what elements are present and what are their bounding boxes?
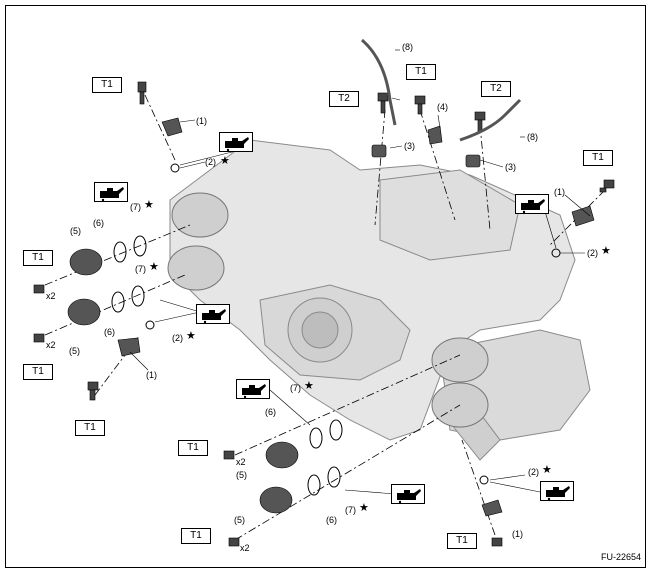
quantity-multiplier: x2 [236, 457, 246, 467]
engine-block [169, 139, 591, 461]
part-label-8: (8) [402, 42, 413, 52]
o-rings [111, 163, 561, 496]
cam-angle-sensors [117, 117, 595, 517]
oil-can-icon [196, 304, 230, 324]
part-label-6: (6) [326, 515, 337, 525]
torque-label-t1: T1 [23, 250, 53, 266]
oil-can-icon [391, 484, 425, 504]
star-mark: ★ [149, 260, 159, 273]
bolts [33, 81, 615, 547]
part-label-6: (6) [265, 407, 276, 417]
torque-label-t1: T1 [75, 420, 105, 436]
oil-can-icon [515, 194, 549, 214]
oil-control-solenoids [67, 248, 299, 514]
part-label-1: (1) [196, 116, 207, 126]
part-label-6: (6) [93, 218, 104, 228]
quantity-multiplier: x2 [46, 291, 56, 301]
part-label-8: (8) [527, 132, 538, 142]
star-mark: ★ [144, 198, 154, 211]
torque-label-t1: T1 [92, 77, 122, 93]
figure-code: FU-22654 [600, 552, 641, 562]
torque-label-t1: T1 [181, 528, 211, 544]
knock-sensors [371, 125, 481, 168]
wire-harnesses [361, 38, 522, 142]
star-mark: ★ [186, 329, 196, 342]
part-label-2: (2) [528, 467, 539, 477]
star-mark: ★ [359, 501, 369, 514]
label-pointers [129, 49, 591, 495]
diagram-frame [5, 5, 646, 568]
part-label-1: (1) [146, 370, 157, 380]
part-label-3: (3) [505, 162, 516, 172]
part-label-7: (7) [135, 264, 146, 274]
part-label-5: (5) [70, 226, 81, 236]
star-mark: ★ [542, 463, 552, 476]
part-label-1: (1) [554, 187, 565, 197]
oil-can-icon [219, 132, 253, 152]
torque-label-t1: T1 [583, 150, 613, 166]
torque-label-t1: T1 [447, 533, 477, 549]
part-label-4: (4) [437, 102, 448, 112]
torque-label-t1: T1 [406, 64, 436, 80]
part-label-7: (7) [345, 505, 356, 515]
part-label-3: (3) [404, 141, 415, 151]
torque-label-t1: T1 [23, 364, 53, 380]
part-label-5: (5) [234, 515, 245, 525]
part-label-5: (5) [236, 470, 247, 480]
part-label-7: (7) [130, 202, 141, 212]
oil-can-icon [540, 481, 574, 501]
part-label-7: (7) [290, 383, 301, 393]
star-mark: ★ [304, 379, 314, 392]
part-label-6: (6) [104, 327, 115, 337]
torque-label-t1: T1 [178, 440, 208, 456]
part-label-2: (2) [205, 157, 216, 167]
star-mark: ★ [601, 244, 611, 257]
torque-label-t2: T2 [329, 91, 359, 107]
part-label-5: (5) [69, 346, 80, 356]
quantity-multiplier: x2 [46, 340, 56, 350]
part-label-2: (2) [587, 248, 598, 258]
part-label-1: (1) [512, 529, 523, 539]
oil-can-icon [236, 379, 270, 399]
torque-label-t2: T2 [481, 81, 511, 97]
star-mark: ★ [220, 154, 230, 167]
oil-can-icon [94, 182, 128, 202]
quantity-multiplier: x2 [240, 543, 250, 553]
part-label-2: (2) [172, 333, 183, 343]
